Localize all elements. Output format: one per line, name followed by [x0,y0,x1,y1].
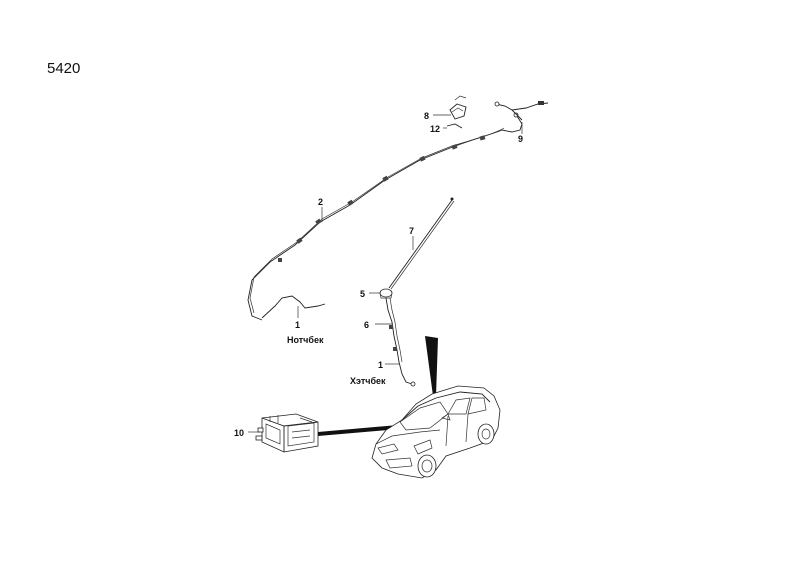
callout-12: 12 [430,124,440,134]
callout-1-notchback: 1 [295,320,300,330]
callout-2: 2 [318,197,323,207]
pointer-antenna-to-car [425,336,438,396]
antenna-mast-part-7 [388,197,455,290]
radio-unit-part-10 [255,413,319,453]
callout-6: 6 [364,320,369,330]
pointer-radio-to-car [318,424,412,436]
bracket-part-8 [449,95,467,120]
antenna-base-part-5 [379,288,393,299]
cable-part-9 [494,101,549,121]
cable-part-2 [247,112,523,321]
callout-10: 10 [234,428,244,438]
callout-5: 5 [360,289,365,299]
antenna-cable-part-6 [385,297,416,387]
callout-7: 7 [409,226,414,236]
label-notchback: Нотчбек [287,335,324,345]
callout-8: 8 [424,111,429,121]
label-hatchback: Хэтчбек [350,376,386,386]
page-code: 5420 [47,60,81,77]
leader-lines [248,114,523,433]
clip-part-12 [446,123,463,129]
callout-1-hatchback: 1 [378,360,383,370]
callout-9: 9 [518,134,523,144]
car-illustration [371,385,501,479]
